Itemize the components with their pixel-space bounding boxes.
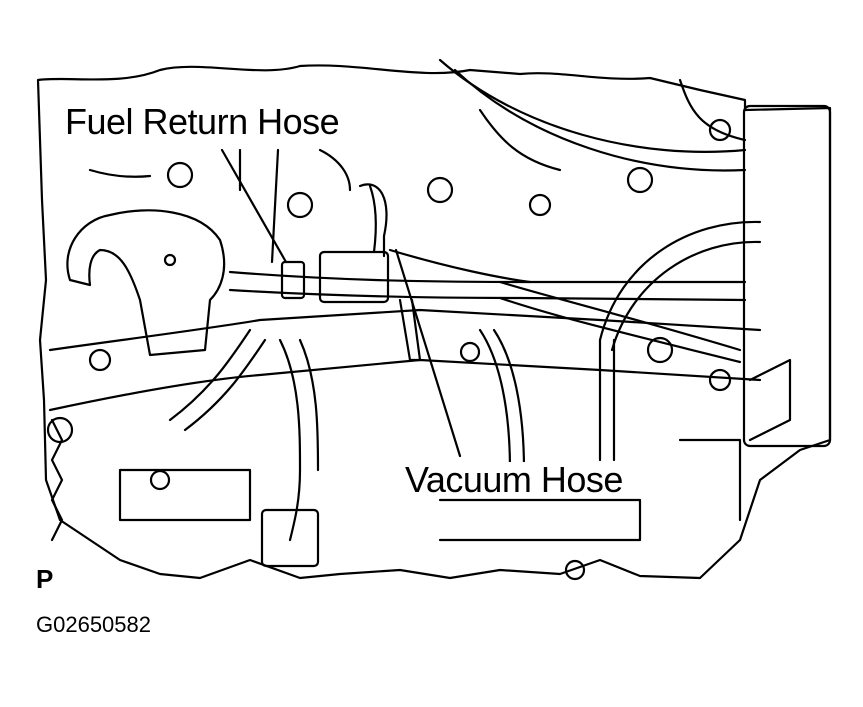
hook-bolt xyxy=(163,253,177,267)
harness-3 xyxy=(168,328,252,422)
vacuum-hose-label: Vacuum Hose xyxy=(402,462,626,498)
upper-left-lines xyxy=(88,168,152,178)
main-pipe-bottom xyxy=(48,358,762,412)
harness-2 xyxy=(298,338,320,472)
lower-block-2 xyxy=(438,498,642,542)
upper-hose-2 xyxy=(453,68,747,172)
tube-2 xyxy=(492,328,526,472)
right-block xyxy=(742,104,832,448)
vacuum-leader xyxy=(394,248,462,458)
upper-details xyxy=(238,108,562,192)
lower-block xyxy=(118,468,252,522)
cable-3 xyxy=(388,248,532,284)
bolt-5 xyxy=(626,166,654,194)
bolt-8 xyxy=(88,348,112,372)
hook-bracket xyxy=(66,209,226,357)
engine-outline xyxy=(36,64,832,580)
harness-4 xyxy=(183,338,267,432)
bolt-3 xyxy=(426,176,454,204)
right-block-detail xyxy=(748,358,792,442)
cable-2 xyxy=(228,288,747,302)
lower-block-3 xyxy=(678,438,742,522)
fuel-return-hose-label: Fuel Return Hose xyxy=(62,104,343,140)
cable-4 xyxy=(498,280,742,352)
valve-body xyxy=(318,250,390,304)
bolt-13 xyxy=(149,469,171,491)
vertical-bracket xyxy=(398,298,422,362)
harness-1 xyxy=(278,338,302,542)
main-pipe-top xyxy=(48,308,762,352)
right-hose-2 xyxy=(610,240,762,352)
serrated-edge xyxy=(50,418,64,542)
cable-5 xyxy=(498,296,742,364)
bolt-4 xyxy=(528,193,552,217)
connector xyxy=(280,260,306,300)
cable-1 xyxy=(228,270,747,284)
fuel-leader-2 xyxy=(270,148,280,264)
bolt-6 xyxy=(708,118,732,142)
bolt-9 xyxy=(646,336,674,364)
figure-code: G02650582 xyxy=(36,612,151,637)
bolt-10 xyxy=(708,368,732,392)
fuel-leader-1 xyxy=(220,148,288,264)
bolt-2 xyxy=(286,191,314,219)
bolt-12 xyxy=(564,559,586,581)
tube-1 xyxy=(478,328,512,472)
bolt-1 xyxy=(166,161,194,189)
valve-top xyxy=(358,183,388,258)
valve-top-2 xyxy=(368,184,377,254)
bolt-11 xyxy=(459,341,481,363)
reference-mark: P xyxy=(36,564,54,594)
upper-hose-1 xyxy=(438,58,747,153)
upper-curve xyxy=(678,78,747,142)
harness-plug xyxy=(260,508,320,568)
